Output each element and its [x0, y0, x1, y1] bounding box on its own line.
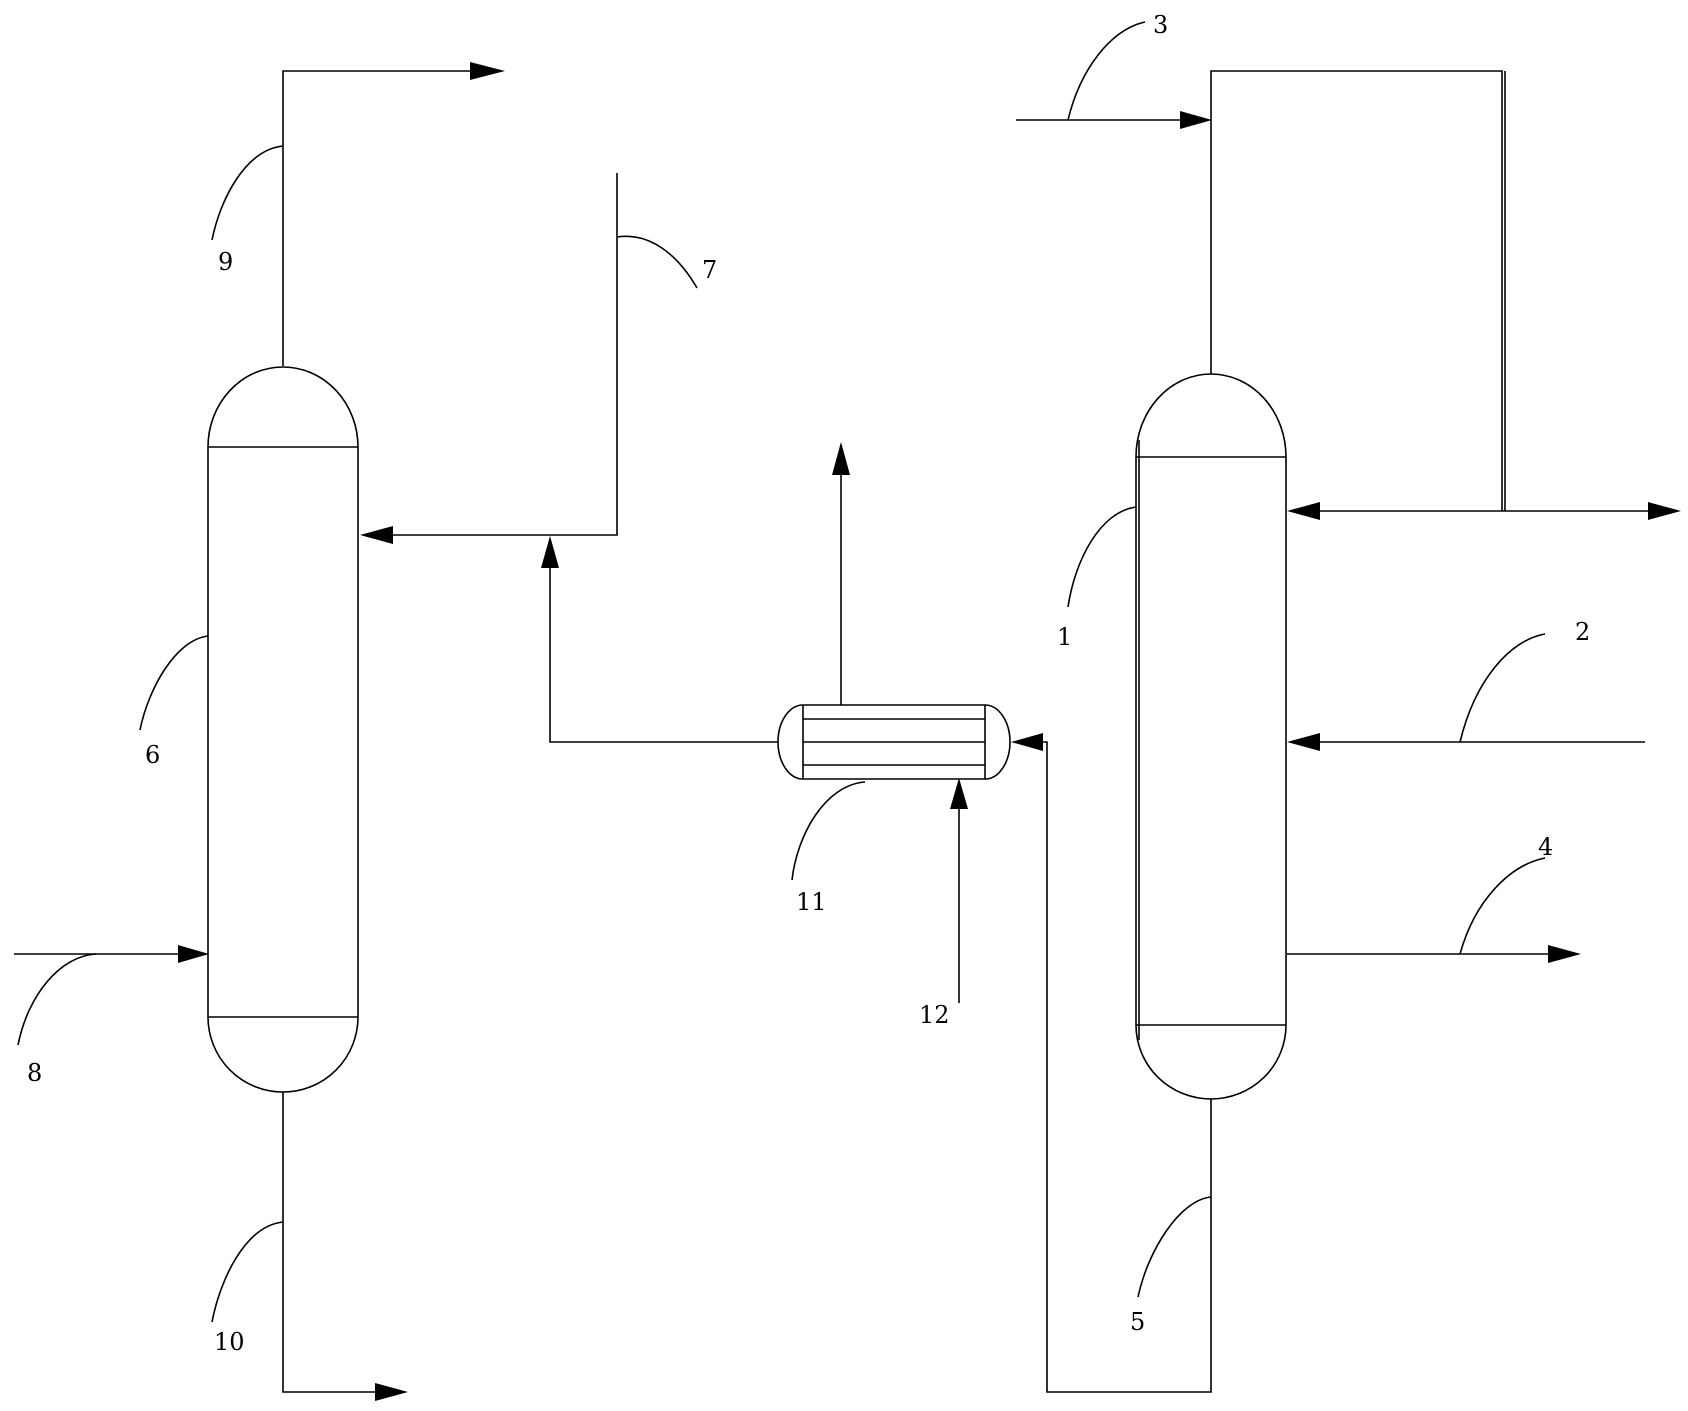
leader-10	[211, 1221, 284, 1323]
label-5: 5	[1130, 1308, 1145, 1336]
arrow-up	[541, 536, 559, 568]
leader-8	[17, 953, 97, 1046]
leader-7	[616, 235, 698, 289]
label-9: 9	[218, 248, 233, 276]
label-10: 10	[214, 1328, 245, 1356]
arrow-left	[1287, 733, 1320, 751]
label-4: 4	[1538, 833, 1553, 861]
column-1	[1135, 373, 1287, 1100]
leader-11	[791, 781, 866, 881]
label-3: 3	[1153, 11, 1168, 39]
column-6	[207, 366, 359, 1093]
stream-10-bottoms	[282, 1092, 408, 1401]
stream-7-reflux	[360, 173, 618, 544]
stream-2-feed	[1287, 733, 1645, 751]
arrow-right	[1180, 111, 1212, 129]
stream-8-feed	[14, 945, 209, 963]
arrow-right	[1548, 945, 1581, 963]
leader-9	[211, 145, 284, 241]
leader-1	[1067, 506, 1137, 608]
arrow-right	[375, 1383, 408, 1401]
leader-5	[1137, 1196, 1212, 1298]
column-1-overhead-loop	[1210, 70, 1681, 520]
label-11: 11	[796, 888, 827, 916]
stream-5-bottoms	[1011, 733, 1212, 1393]
label-12: 12	[919, 1001, 950, 1029]
arrow-right	[470, 62, 505, 80]
arrow-up	[950, 778, 968, 809]
stream-12	[950, 778, 968, 1003]
label-7: 7	[702, 256, 717, 284]
leader-3	[1067, 21, 1146, 121]
arrow-right	[178, 945, 209, 963]
arrow-up	[832, 442, 850, 475]
leader-6	[139, 635, 209, 731]
arrow-left	[1011, 733, 1043, 751]
stream-9-overhead	[282, 62, 505, 366]
leader-4	[1459, 857, 1546, 955]
label-1: 1	[1057, 623, 1072, 651]
stream-3-feed	[1016, 111, 1212, 129]
exchanger-to-column-6-line	[541, 536, 778, 743]
arrow-left	[1287, 502, 1320, 520]
leader-2	[1459, 633, 1546, 743]
label-8: 8	[27, 1059, 42, 1087]
exchanger-vent-line	[832, 442, 850, 705]
label-2: 2	[1575, 618, 1590, 646]
label-6: 6	[145, 741, 160, 769]
arrow-left	[360, 526, 393, 544]
arrow-right	[1648, 502, 1681, 520]
stream-4-sidedraw	[1287, 945, 1581, 963]
heat-exchanger-11	[777, 704, 1011, 780]
